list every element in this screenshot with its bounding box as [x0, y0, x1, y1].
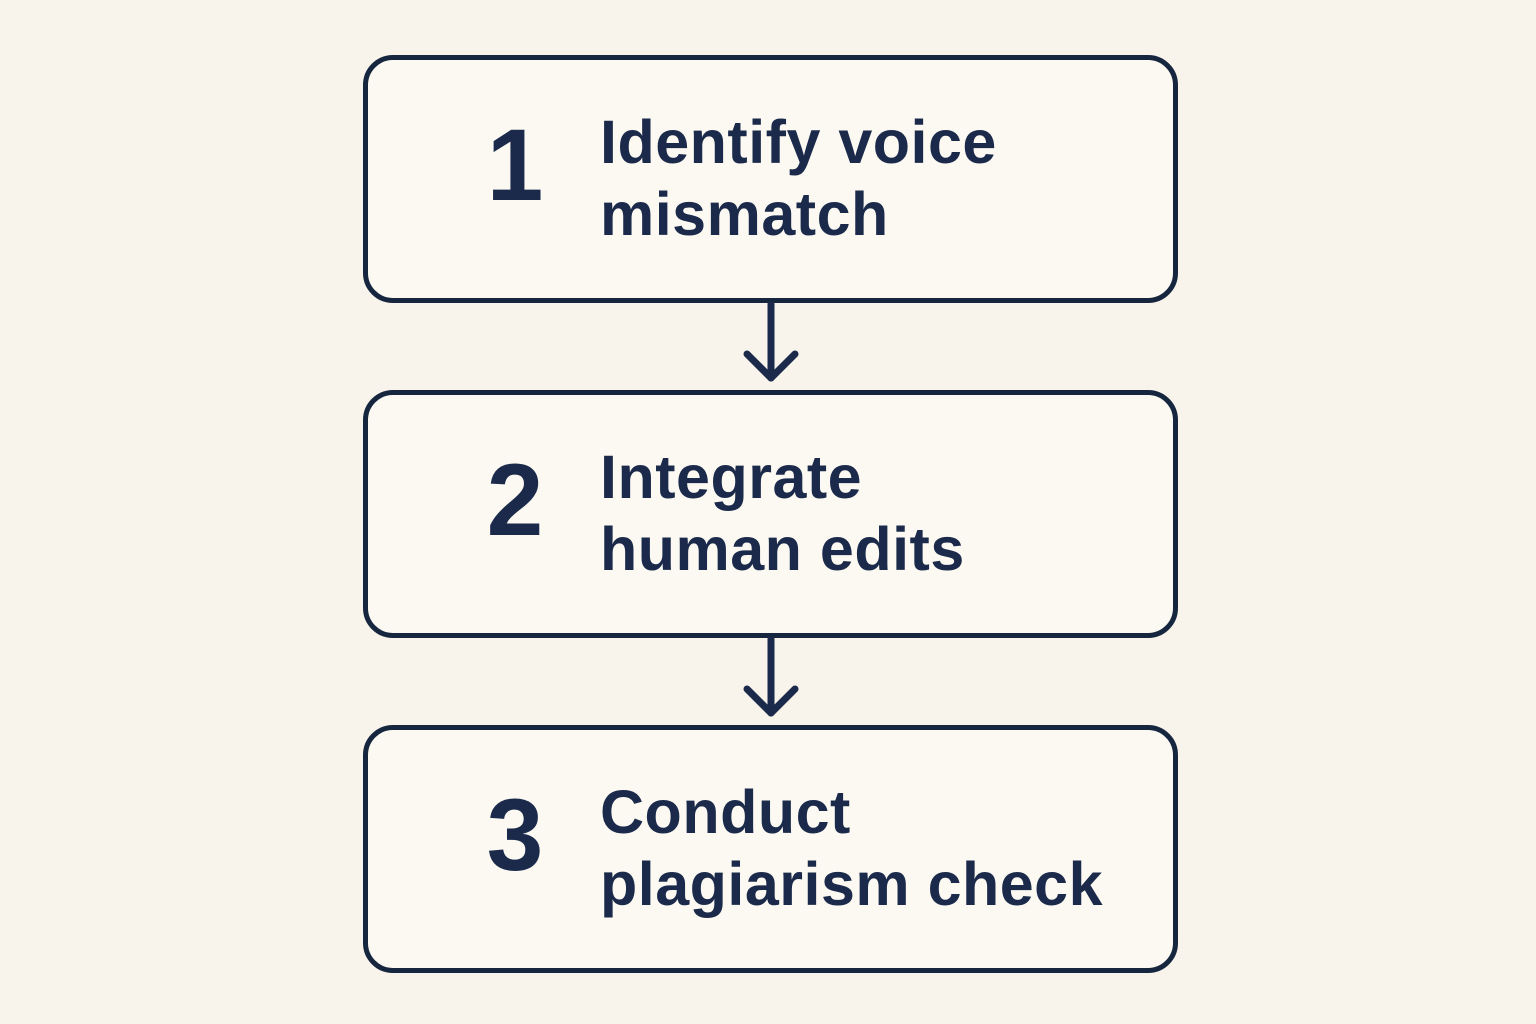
step-label-line: Integrate	[600, 443, 863, 512]
step-label: Integrate human edits	[600, 442, 1143, 586]
step-number: 1	[486, 108, 544, 222]
step-label-line: plagiarism check	[600, 850, 1104, 918]
step-label: Identify voice mismatch	[600, 107, 1143, 251]
step-number: 3	[486, 778, 544, 892]
step-box-3: 3 Conduct plagiarism check	[363, 725, 1178, 973]
step-number: 2	[486, 443, 544, 557]
step-label: Conduct plagiarism check	[600, 777, 1143, 921]
arrow-down-icon	[731, 637, 811, 723]
step-box-2: 2 Integrate human edits	[363, 390, 1178, 638]
step-label-line: Conduct	[600, 778, 851, 847]
step-label-line: human edits	[600, 515, 965, 583]
arrow-down-icon	[731, 302, 811, 388]
step-label-line: Identify voice	[600, 108, 997, 177]
step-box-1: 1 Identify voice mismatch	[363, 55, 1178, 303]
step-label-line: mismatch	[600, 180, 889, 248]
